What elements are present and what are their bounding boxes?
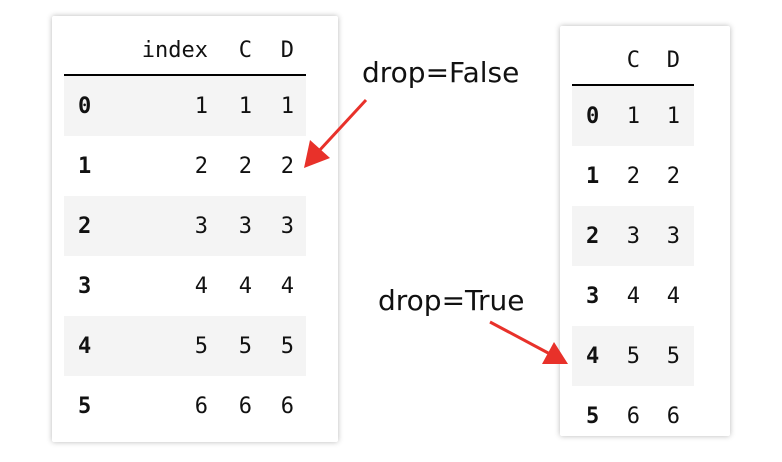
- table-row: 0 1 1: [572, 85, 694, 146]
- cell-c: 2: [626, 163, 640, 189]
- cell-index: 4: [194, 273, 208, 299]
- cell-c: 2: [238, 153, 252, 179]
- cell-d: 3: [666, 223, 680, 249]
- cell-index: 5: [194, 333, 208, 359]
- index-header: [572, 36, 616, 86]
- column-header-d: D: [658, 36, 694, 86]
- row-index: 3: [78, 273, 92, 299]
- cell-d: 5: [666, 343, 680, 369]
- table-row: 3 4 4 4: [64, 256, 306, 316]
- cell-c: 5: [238, 333, 252, 359]
- cell-c: 6: [238, 393, 252, 419]
- arrow-icon: [489, 320, 568, 364]
- row-index: 1: [586, 163, 600, 189]
- index-header: [64, 26, 120, 76]
- table-row: 5 6 6: [572, 386, 694, 446]
- cell-c: 5: [626, 343, 640, 369]
- cell-index: 2: [194, 153, 208, 179]
- table-header-row: index C D: [64, 26, 306, 76]
- cell-index: 3: [194, 213, 208, 239]
- cell-d: 5: [280, 333, 294, 359]
- row-index: 0: [78, 93, 92, 119]
- cell-d: 2: [666, 163, 680, 189]
- table-row: 3 4 4: [572, 266, 694, 326]
- table-row: 2 3 3: [572, 206, 694, 266]
- cell-d: 1: [666, 103, 680, 129]
- column-header-c: C: [616, 36, 658, 86]
- column-header-d: D: [270, 26, 306, 76]
- table-header-row: C D: [572, 36, 694, 86]
- cell-c: 4: [238, 273, 252, 299]
- row-index: 2: [586, 223, 600, 249]
- cell-c: 1: [238, 93, 252, 119]
- cell-d: 2: [280, 153, 294, 179]
- dataframe-drop-false: index C D 0 1 1 1 1 2 2 2 2 3 3 3: [52, 16, 338, 442]
- row-index: 5: [586, 403, 600, 429]
- row-index: 1: [78, 153, 92, 179]
- row-index: 2: [78, 213, 92, 239]
- dataframe-table: C D 0 1 1 1 2 2 2 3 3 3 4 4: [572, 36, 694, 446]
- column-header-c: C: [226, 26, 270, 76]
- cell-d: 3: [280, 213, 294, 239]
- cell-d: 4: [280, 273, 294, 299]
- row-index: 4: [586, 343, 600, 369]
- column-header-index: index: [120, 26, 226, 76]
- table-row: 1 2 2 2: [64, 136, 306, 196]
- table-row: 2 3 3 3: [64, 196, 306, 256]
- table-row: 0 1 1 1: [64, 75, 306, 136]
- arrow-icon: [304, 98, 368, 168]
- drop-false-label: drop=False: [362, 56, 520, 89]
- cell-c: 1: [626, 103, 640, 129]
- cell-d: 6: [666, 403, 680, 429]
- cell-c: 3: [238, 213, 252, 239]
- cell-c: 6: [626, 403, 640, 429]
- cell-c: 3: [626, 223, 640, 249]
- cell-d: 6: [280, 393, 294, 419]
- row-index: 0: [586, 103, 600, 129]
- cell-d: 1: [280, 93, 294, 119]
- row-index: 4: [78, 333, 92, 359]
- cell-c: 4: [626, 283, 640, 309]
- table-row: 4 5 5 5: [64, 316, 306, 376]
- row-index: 3: [586, 283, 600, 309]
- table-row: 1 2 2: [572, 146, 694, 206]
- table-row: 4 5 5: [572, 326, 694, 386]
- cell-index: 6: [194, 393, 208, 419]
- row-index: 5: [78, 393, 92, 419]
- dataframe-drop-true: C D 0 1 1 1 2 2 2 3 3 3 4 4: [560, 26, 730, 436]
- dataframe-table: index C D 0 1 1 1 1 2 2 2 2 3 3 3: [64, 26, 306, 436]
- drop-true-label: drop=True: [378, 284, 525, 317]
- cell-d: 4: [666, 283, 680, 309]
- table-row: 5 6 6 6: [64, 376, 306, 436]
- cell-index: 1: [194, 93, 208, 119]
